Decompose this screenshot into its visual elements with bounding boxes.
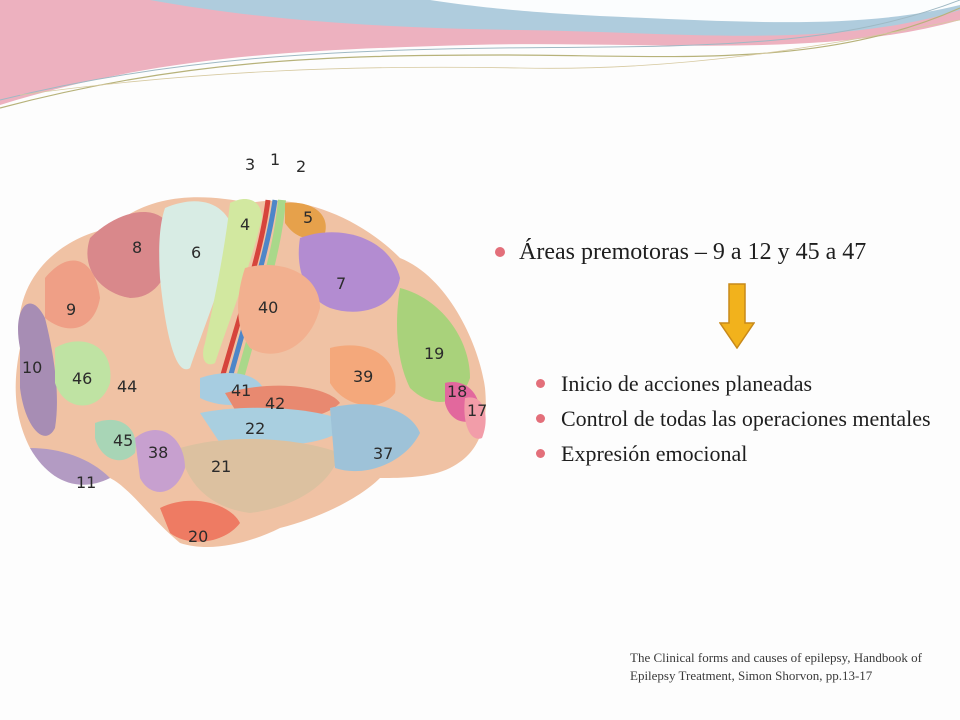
brain-label-41: 41 (231, 381, 252, 400)
brain-label-42: 42 (265, 394, 286, 413)
area-8-region (87, 211, 171, 298)
list-item: Control de todas las operaciones mentale… (536, 405, 956, 433)
brain-label-20: 20 (188, 527, 209, 546)
brain-label-4: 4 (240, 215, 251, 234)
brain-label-2: 2 (296, 157, 307, 176)
brain-label-45: 45 (113, 431, 134, 450)
area-21-region (180, 438, 340, 513)
area-17-region (464, 397, 486, 439)
bullet-dot-icon (536, 414, 545, 423)
brain-label-8: 8 (132, 238, 143, 257)
list-item: Inicio de acciones planeadas (536, 370, 956, 398)
brain-label-37: 37 (373, 444, 394, 463)
area-5-region (285, 202, 326, 239)
main-bullet-text: Áreas premotoras – 9 a 12 y 45 a 47 (519, 238, 867, 265)
brain-label-1: 1 (270, 150, 281, 169)
bullet-dot-icon (536, 379, 545, 388)
main-bullet: Áreas premotoras – 9 a 12 y 45 a 47 (495, 232, 955, 272)
area-46-region (55, 341, 111, 406)
brain-label-7: 7 (336, 274, 347, 293)
brain-label-3: 3 (245, 155, 256, 174)
brain-label-22: 22 (245, 419, 266, 438)
sub-bullet-list: Inicio de acciones planeadas Control de … (536, 370, 956, 475)
brain-label-6: 6 (191, 243, 202, 262)
brain-label-11: 11 (76, 473, 97, 492)
brain-label-44: 44 (117, 377, 138, 396)
brain-label-10: 10 (22, 358, 43, 377)
area-20-region (160, 500, 240, 542)
brain-diagram (15, 197, 486, 548)
brain-label-5: 5 (303, 208, 314, 227)
citation: The Clinical forms and causes of epileps… (630, 650, 922, 683)
sub-bullet-text: Inicio de acciones planeadas (561, 371, 813, 396)
list-item: Expresión emocional (536, 440, 956, 468)
area-40-region (238, 264, 320, 354)
bullet-dot-icon (495, 247, 505, 257)
area-4-region (203, 198, 262, 365)
brain-label-19: 19 (424, 344, 445, 363)
brain-label-9: 9 (66, 300, 77, 319)
area-45-region (95, 419, 136, 461)
area-10-region (18, 303, 57, 436)
area-22-region (200, 407, 350, 446)
brain-label-39: 39 (353, 367, 374, 386)
area-19-region (397, 288, 470, 402)
brain-label-18: 18 (447, 382, 468, 401)
area-7-region (298, 232, 400, 312)
top-wave-decoration (0, 0, 960, 109)
down-arrow-icon (719, 283, 755, 349)
brain-label-17: 17 (467, 401, 488, 420)
brain-label-40: 40 (258, 298, 279, 317)
sub-bullet-text: Expresión emocional (561, 441, 748, 466)
area-11-region (30, 448, 110, 485)
area-38-region (135, 429, 185, 492)
brain-label-46: 46 (72, 369, 93, 388)
brain-label-21: 21 (211, 457, 232, 476)
area-39-region (330, 345, 396, 406)
area-37-region (330, 404, 420, 472)
area-6-region (159, 201, 235, 370)
bullet-dot-icon (536, 449, 545, 458)
area-9-region (45, 260, 100, 329)
sub-bullet-text: Control de todas las operaciones mentale… (561, 406, 931, 431)
brain-label-38: 38 (148, 443, 169, 462)
